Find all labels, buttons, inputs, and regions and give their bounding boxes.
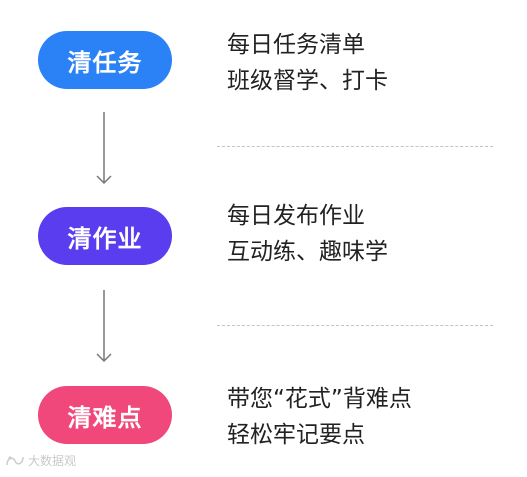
down-arrow-icon [96, 290, 112, 363]
step-pill-task: 清任务 [38, 31, 172, 89]
description-line: 互动练、趣味学 [227, 239, 388, 265]
step-pill-difficulty: 清难点 [38, 386, 172, 444]
step-description: 带您“花式”背难点 轻松牢记要点 [227, 381, 517, 453]
step-pill-label: 清作业 [67, 224, 143, 253]
brand-logo-icon [6, 455, 24, 465]
step-description: 每日任务清单 班级督学、打卡 [227, 27, 517, 99]
step-description: 每日发布作业 互动练、趣味学 [227, 198, 517, 270]
down-arrow-icon [96, 112, 112, 185]
step-pill-label: 清任务 [67, 48, 143, 77]
description-line: 班级督学、打卡 [227, 68, 388, 94]
description-line: 每日发布作业 [227, 203, 365, 229]
watermark-text: 大数据观 [28, 454, 77, 468]
step-pill-label: 清难点 [67, 403, 143, 432]
description-line: 每日任务清单 [227, 32, 365, 58]
dashed-divider [217, 146, 493, 147]
dashed-divider [217, 325, 493, 326]
watermark: 大数据观 [5, 452, 76, 469]
description-line: 轻松牢记要点 [227, 422, 365, 448]
description-line: 带您“花式”背难点 [227, 386, 412, 412]
step-pill-homework: 清作业 [38, 207, 172, 265]
